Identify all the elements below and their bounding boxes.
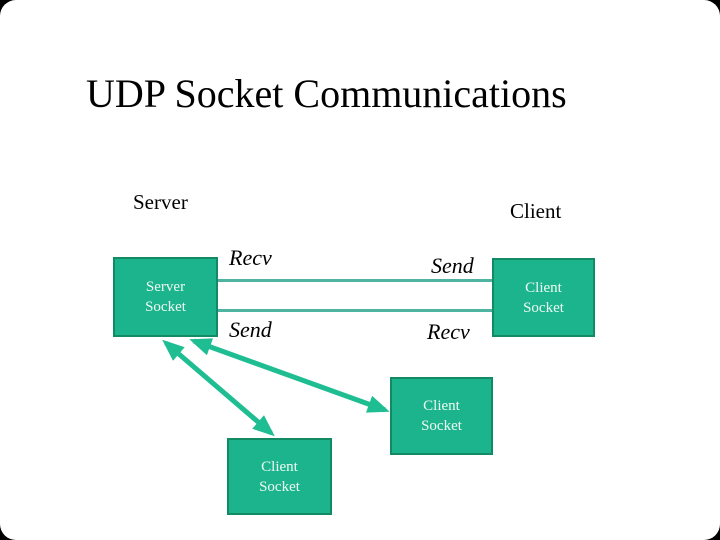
server-socket-box-label: Server Socket (145, 279, 186, 315)
recv-label-bottom: Recv (427, 319, 470, 344)
send-label-top: Send (431, 253, 474, 278)
arrow-server-to-bottom-client (162, 339, 275, 437)
send-label-bottom: Send (229, 317, 272, 342)
client-socket-box-middle: Client Socket (390, 377, 493, 455)
client-socket-box-right-label: Client Socket (523, 279, 564, 316)
client-socket-box-middle-label: Client Socket (421, 398, 462, 434)
client-socket-box-bottom: Client Socket (227, 438, 332, 515)
client-socket-box-bottom-label: Client Socket (259, 458, 300, 495)
connector-recv-send (218, 279, 492, 282)
connector-send-recv (218, 309, 492, 312)
slide-title: UDP Socket Communications (86, 71, 567, 116)
arrow-server-to-middle-client (189, 338, 390, 413)
client-label: Client (510, 199, 562, 223)
recv-label-top: Recv (229, 245, 272, 270)
server-socket-box: Server Socket (113, 257, 218, 337)
client-socket-box-right: Client Socket (492, 258, 595, 337)
server-label: Server (133, 190, 188, 214)
